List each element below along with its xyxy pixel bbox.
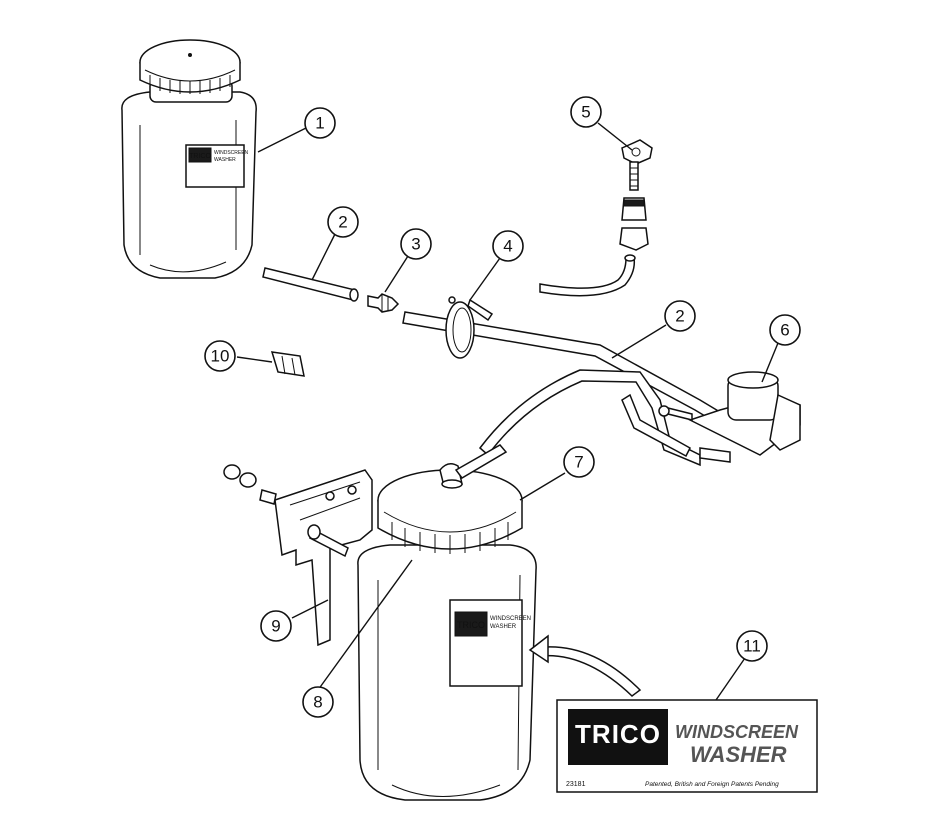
bottle-large-label-brand: TRICO <box>457 620 485 630</box>
callout-2-top: 2 <box>327 206 359 238</box>
callout-3: 3 <box>400 228 432 260</box>
svg-text:9: 9 <box>271 617 280 636</box>
callout-10: 10 <box>204 340 236 372</box>
callout-9: 9 <box>260 610 292 642</box>
leader-lines <box>236 122 779 701</box>
callout-6: 6 <box>769 314 801 346</box>
bottle-large-label-line1: WINDSCREEN <box>490 616 531 622</box>
washer-jet-nozzle <box>539 139 653 297</box>
callout-11: 11 <box>736 630 768 662</box>
washer-pump-motor <box>658 371 801 463</box>
svg-text:2: 2 <box>338 213 347 232</box>
svg-text:10: 10 <box>211 347 230 366</box>
decal-brand-block <box>568 709 668 765</box>
tube-connector <box>367 293 400 313</box>
callout-7: 7 <box>563 446 595 478</box>
mounting-bracket <box>223 464 373 647</box>
reservoir-bottle-large: TRICO WINDSCREEN WASHER <box>357 444 537 801</box>
bottle-small-label-line2: WASHER <box>214 157 236 163</box>
decal-brand: TRICO <box>575 719 661 749</box>
svg-text:1: 1 <box>315 114 324 133</box>
decal-line1: WINDSCREEN <box>675 722 799 742</box>
decal-line2: WASHER <box>690 742 787 767</box>
reservoir-bottle-small: TRICO WINDSCREEN WASHER <box>121 39 257 279</box>
hose-segment-short <box>262 267 359 302</box>
decal-code: 23181 <box>566 781 586 788</box>
svg-text:5: 5 <box>581 103 590 122</box>
svg-text:7: 7 <box>574 453 583 472</box>
svg-text:3: 3 <box>411 235 420 254</box>
decal-label-part: TRICO WINDSCREEN WASHER 23181 Patented, … <box>556 699 818 793</box>
svg-text:4: 4 <box>503 237 512 256</box>
mounting-clip-small <box>270 351 305 377</box>
pointer-arrow <box>528 634 642 697</box>
callout-4: 4 <box>492 230 524 262</box>
callout-5: 5 <box>570 96 602 128</box>
bottle-small-label-line1: WINDSCREEN <box>214 150 249 156</box>
bottle-small-label-brand: TRICO <box>189 153 211 160</box>
svg-text:8: 8 <box>313 693 322 712</box>
callout-8: 8 <box>302 686 334 718</box>
hose-segment-long <box>478 369 701 467</box>
callout-2-right: 2 <box>664 300 696 332</box>
svg-text:11: 11 <box>743 637 761 656</box>
hose-clip <box>402 296 721 424</box>
decal-footer: Patented, British and Foreign Patents Pe… <box>645 781 779 788</box>
svg-text:2: 2 <box>675 307 684 326</box>
callout-1: 1 <box>304 107 336 139</box>
bottle-large-label-line2: WASHER <box>490 624 517 630</box>
svg-text:6: 6 <box>780 321 789 340</box>
